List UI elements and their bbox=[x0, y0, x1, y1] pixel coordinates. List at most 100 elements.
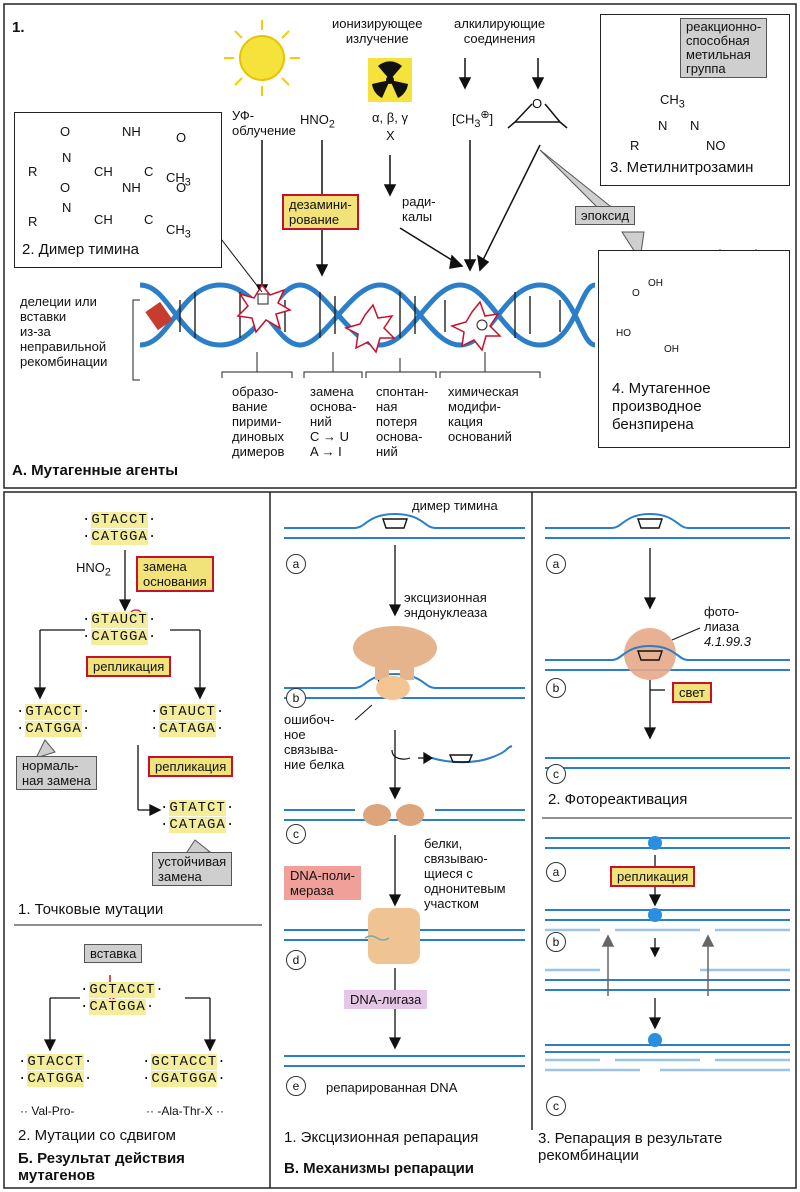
label-stable-replacement: устойчивая замена bbox=[152, 852, 233, 886]
chem-nh-2: NH bbox=[122, 180, 141, 195]
label-replication-2: репликация bbox=[148, 756, 234, 777]
label-insertion: вставка bbox=[84, 944, 143, 963]
section-b-title: Б. Результат действия мутагенов bbox=[18, 1150, 185, 1184]
ssb-label: белки, связываю- щиеся с однонитевым уча… bbox=[424, 836, 506, 911]
seq-top-1: ·GTACCT· bbox=[82, 512, 158, 528]
label-normal-replacement: нормаль- ная замена bbox=[16, 756, 97, 790]
chem-o-3: O bbox=[60, 180, 71, 195]
chem-r-1: R bbox=[28, 164, 38, 179]
section-c-part2-title: 2. Фотореактивация bbox=[548, 791, 688, 808]
reactive-methyl-label: реакционно- способная метильная группа bbox=[680, 18, 768, 78]
seq-right-1: ·GTAUCT· bbox=[150, 704, 226, 720]
chem-n-4: N bbox=[690, 118, 700, 133]
chem-r-2: R bbox=[28, 214, 38, 229]
step-b-excision: b bbox=[286, 688, 306, 708]
alkylating-label: алкилирующие соединения bbox=[454, 16, 546, 46]
epoxide-oxygen: O bbox=[532, 96, 543, 111]
seq-insert-1: ·GCTACCT· bbox=[80, 982, 165, 998]
section-a-title: А. Мутагенные агенты bbox=[12, 462, 179, 479]
light-label: свет bbox=[672, 682, 713, 703]
thymine-dimer-label: димер тимина bbox=[412, 498, 498, 513]
endonuclease-label: эксцизионная эндонуклеаза bbox=[404, 590, 488, 620]
step-c-recomb: c bbox=[546, 1096, 566, 1116]
box4-title: 4. Мутагенное производное бензпирена bbox=[612, 380, 711, 433]
benzpyrene-box bbox=[598, 250, 790, 448]
peptide-right: ·· -Ala-Thr-X ·· bbox=[146, 1104, 224, 1118]
seq-result-left-2: ·CATGGA· bbox=[18, 1071, 94, 1087]
section-a-number: 1. bbox=[12, 19, 25, 36]
chem-c-2: C bbox=[144, 212, 154, 227]
chem-no: NO bbox=[706, 138, 726, 153]
chem-r-3: R bbox=[630, 138, 640, 153]
seq-insert-2: ·CATGGA· bbox=[80, 999, 156, 1015]
seq-mid-1: ·GTAUCT· bbox=[82, 612, 158, 628]
hno2-b-label: HNO2 bbox=[76, 560, 111, 579]
chem-oh-1: OH bbox=[648, 278, 663, 289]
x-label: X bbox=[386, 128, 395, 143]
chem-n-3: N bbox=[658, 118, 668, 133]
chem-o-5: O bbox=[632, 288, 640, 299]
sun-icon bbox=[224, 20, 300, 96]
seq-result-left-1: ·GTACCT· bbox=[18, 1054, 94, 1070]
uv-label: УФ- облучение bbox=[232, 108, 296, 138]
step-b-recomb: b bbox=[546, 932, 566, 952]
epoxide-label: эпоксид bbox=[575, 206, 636, 225]
label-base-replacement: замена основания bbox=[136, 556, 214, 592]
section-c-part1-title: 1. Эксцизионная репарация bbox=[284, 1129, 479, 1146]
chem-ch3-3: CH3 bbox=[660, 92, 685, 111]
step-d-excision: d bbox=[286, 950, 306, 970]
section-c-part3-title: 3. Репарация в результате рекомбинации bbox=[538, 1130, 723, 1164]
box3-title: 3. Метилнитрозамин bbox=[610, 159, 754, 176]
step-a-recomb: a bbox=[546, 862, 566, 882]
seq-result-right-1: ·GCTACCT· bbox=[142, 1054, 227, 1070]
step-c-excision: c bbox=[286, 824, 306, 844]
radiation-icon bbox=[368, 58, 412, 102]
dna-label-loss: спонтан- ная потеря основа- ний bbox=[376, 384, 429, 459]
ionizing-label: ионизирующее излучение bbox=[332, 16, 423, 46]
chem-n-1: N bbox=[62, 150, 72, 165]
seq-left-1: ·GTACCT· bbox=[16, 704, 92, 720]
seq-left-2: ·CATGGA· bbox=[16, 721, 92, 737]
polymerase-label: DNA-поли- мераза bbox=[284, 866, 361, 900]
chem-c-1: C bbox=[144, 164, 154, 179]
chem-ho: HO bbox=[616, 328, 631, 339]
chem-n-2: N bbox=[62, 200, 72, 215]
seq-right-2: ·CATAGA· bbox=[150, 721, 226, 737]
seq-final-2: ·CATAGA· bbox=[160, 817, 236, 833]
seq-result-right-2: ·CGATGGA· bbox=[142, 1071, 227, 1087]
step-b-photo: b bbox=[546, 678, 566, 698]
ligase-label: DNA-лигаза bbox=[344, 990, 428, 1009]
box2-title: 2. Димер тимина bbox=[22, 241, 139, 258]
deamination-label: дезамини- рование bbox=[282, 194, 359, 230]
radicals-label: ради- калы bbox=[402, 194, 436, 224]
chem-o-2: O bbox=[176, 130, 187, 145]
chem-o-4: O bbox=[176, 180, 187, 195]
photolyase-label: фото- лиаза bbox=[704, 604, 740, 634]
dna-label-dimers: образо- вание пирими- диновых димеров bbox=[232, 384, 285, 459]
section-b-part1-title: 1. Точковые мутации bbox=[18, 901, 164, 918]
seq-mid-2: ·CATGGA· bbox=[82, 629, 158, 645]
chem-ch-2: CH bbox=[94, 212, 113, 227]
label-replication-1: репликация bbox=[86, 656, 172, 677]
section-c-title: В. Механизмы репарации bbox=[284, 1160, 475, 1177]
methyl-cation-label: [CH3⊕] bbox=[452, 109, 494, 130]
peptide-left: ·· Val-Pro- bbox=[20, 1104, 75, 1118]
chem-nh-1: NH bbox=[122, 124, 141, 139]
step-a-excision: a bbox=[286, 554, 306, 574]
dna-label-substitution: замена основа- ний C → U A → I bbox=[310, 384, 357, 459]
dna-helix bbox=[139, 282, 596, 348]
seq-top-2: ·CATGGA· bbox=[82, 529, 158, 545]
chem-ch3-1: CH3 bbox=[166, 170, 191, 189]
seq-final-1: ·GTATCT· bbox=[160, 800, 236, 816]
chem-oh-2: OH bbox=[664, 344, 679, 355]
chem-ch-1: CH bbox=[94, 164, 113, 179]
replication-recomb-label: репликация bbox=[610, 866, 696, 887]
repaired-dna-label: репарированная DNA bbox=[326, 1080, 458, 1095]
chem-ch3-2: CH3 bbox=[166, 222, 191, 241]
chem-o-1: O bbox=[60, 124, 71, 139]
step-c-photo: c bbox=[546, 764, 566, 784]
abg-label: α, β, γ bbox=[372, 110, 408, 125]
thymine-dimer-box bbox=[14, 112, 222, 268]
step-e-excision: e bbox=[286, 1076, 306, 1096]
dna-left-label: делеции или вставки из-за неправильной р… bbox=[20, 294, 108, 369]
